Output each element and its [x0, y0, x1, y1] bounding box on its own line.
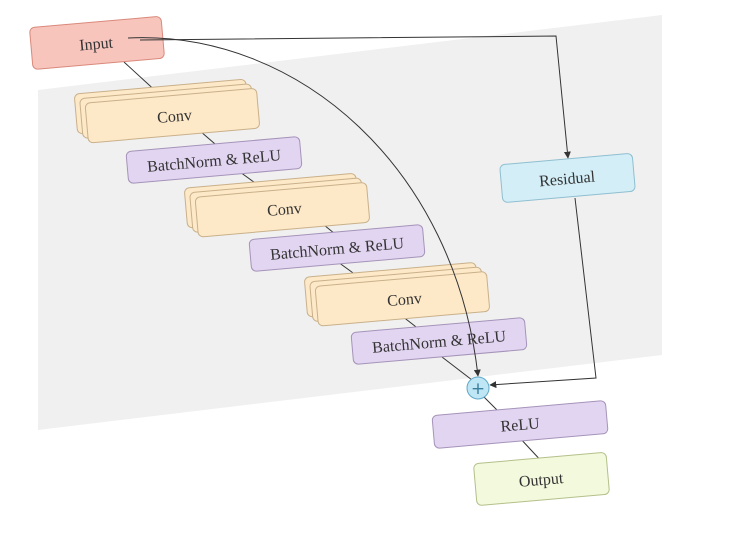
- conv1-label: Conv: [157, 107, 193, 127]
- residual-label: Residual: [538, 169, 596, 191]
- output-node: Output: [473, 452, 610, 506]
- bn2-node: BatchNorm & ReLU: [248, 224, 426, 272]
- conv1-node: Conv: [74, 79, 260, 144]
- add-circle: [466, 376, 490, 400]
- bn3-node: BatchNorm & ReLU: [350, 317, 528, 365]
- input-node: Input: [29, 16, 165, 70]
- residual-to-add-arrow: [489, 197, 597, 389]
- conv2-label: Conv: [266, 200, 302, 220]
- conv3-label: Conv: [387, 290, 423, 310]
- input-to-residual-arrow: [139, 35, 571, 159]
- skip-connection-arrow: [127, 37, 481, 377]
- relu-label: ReLU: [500, 415, 541, 435]
- add-node: +: [466, 376, 490, 400]
- output-label: Output: [518, 470, 564, 491]
- residual-node: Residual: [499, 153, 636, 203]
- edge-bn3-add: [441, 356, 473, 381]
- conv3-node: Conv: [304, 262, 490, 327]
- bn1-node: BatchNorm & ReLU: [125, 136, 303, 184]
- relu-node: ReLU: [431, 400, 609, 449]
- input-node-box: [29, 16, 165, 70]
- input-node-label: Input: [79, 35, 115, 55]
- conv2-node: Conv: [184, 173, 370, 238]
- plus-icon: +: [471, 379, 485, 399]
